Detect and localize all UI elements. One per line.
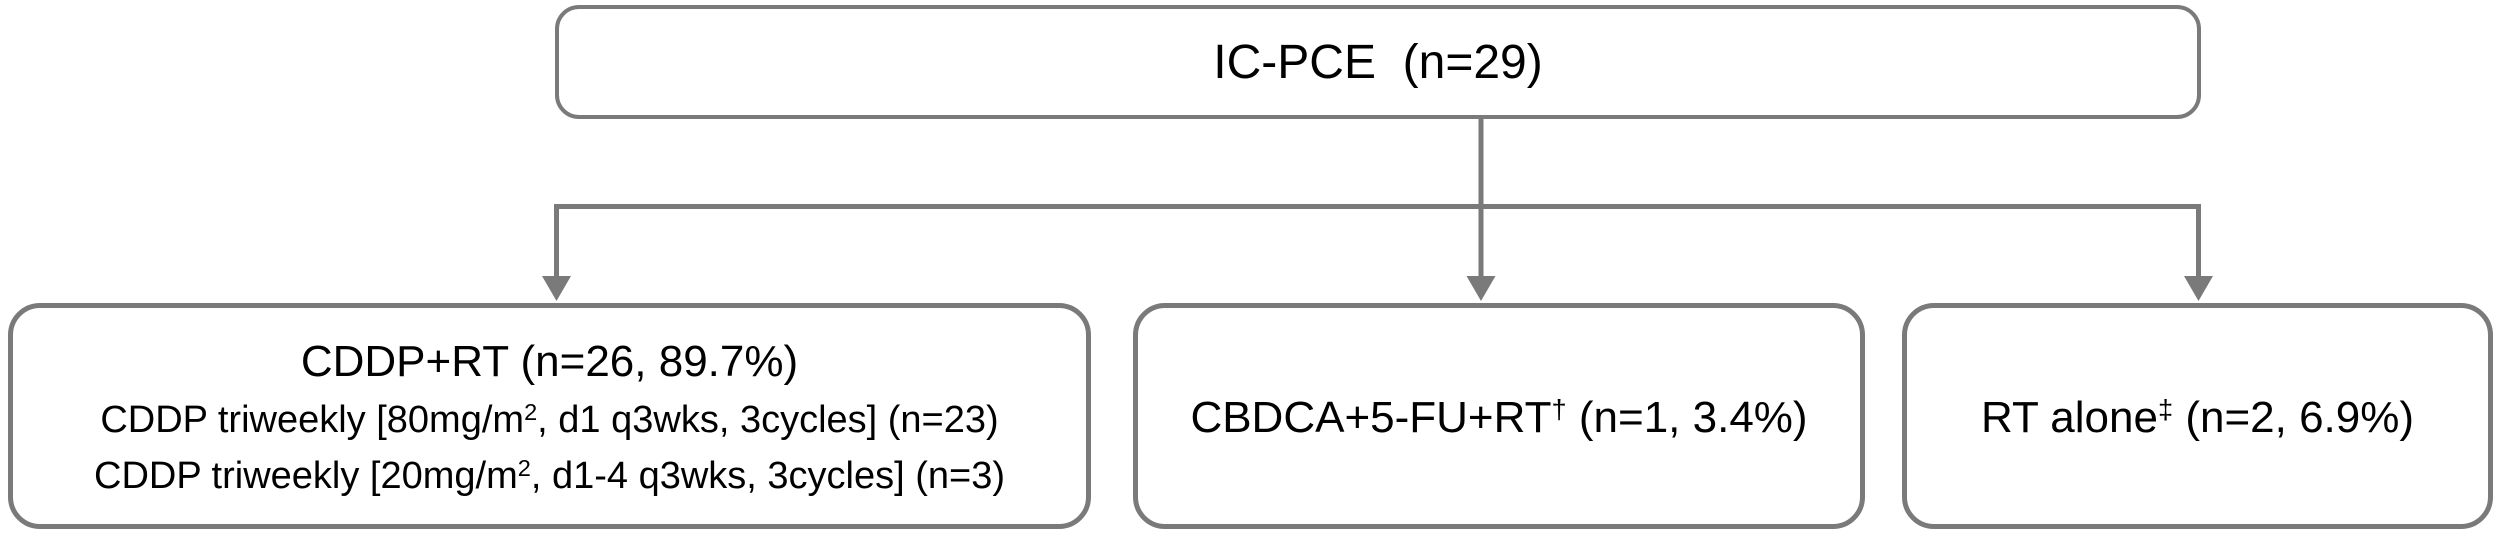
rt-alone-title-text: RT alone xyxy=(1980,393,2158,442)
dagger-icon: † xyxy=(1551,393,1567,425)
superscript-2-icon: 2 xyxy=(524,399,538,426)
cbdca-title-rest: (n=1, 3.4%) xyxy=(1566,393,1808,442)
cddp-rt-detail-2-text: CDDP triweekly [20mg/m xyxy=(94,455,518,497)
root-box-label: IC-PCE (n=29) xyxy=(1213,35,1543,89)
arrowhead-right xyxy=(2184,276,2213,301)
cddp-rt-detail-1-rest: , d1 q3wks, 3cycles] (n=23) xyxy=(537,399,999,441)
cddp-rt-detail-line-2: CDDP triweekly [20mg/m2, d1-4 q3wks, 3cy… xyxy=(94,448,1005,504)
branch-box-cddp-rt: CDDP+RT (n=26, 89.7%) CDDP triweekly [80… xyxy=(8,303,1091,529)
cddp-rt-detail-1-text: CDDP triweekly [80mg/m xyxy=(100,399,525,441)
cddp-rt-title-line: CDDP+RT (n=26, 89.7%) xyxy=(301,332,798,392)
double-dagger-icon: ‡ xyxy=(2157,393,2174,425)
cddp-rt-title-text: CDDP+RT (n=26, 89.7%) xyxy=(300,337,799,386)
branch-box-cbdca-5fu-rt: CBDCA+5-FU+RT† (n=1, 3.4%) xyxy=(1133,303,1865,529)
cbdca-title-line: CBDCA+5-FU+RT† (n=1, 3.4%) xyxy=(1190,388,1807,448)
arrowhead-middle xyxy=(1466,276,1496,301)
cbdca-title-text: CBDCA+5-FU+RT xyxy=(1190,393,1552,442)
rt-alone-title-line: RT alone‡ (n=2, 6.9%) xyxy=(1981,388,2414,448)
branch-box-rt-alone: RT alone‡ (n=2, 6.9%) xyxy=(1902,303,2493,529)
arrowhead-left xyxy=(542,276,571,301)
rt-alone-title-rest: (n=2, 6.9%) xyxy=(2173,393,2415,442)
cddp-rt-detail-2-rest: , d1-4 q3wks, 3cycles] (n=3) xyxy=(530,455,1005,497)
root-box-ic-pce: IC-PCE (n=29) xyxy=(555,5,2201,119)
cddp-rt-detail-line-1: CDDP triweekly [80mg/m2, d1 q3wks, 3cycl… xyxy=(100,392,998,448)
superscript-2-icon: 2 xyxy=(517,455,531,482)
